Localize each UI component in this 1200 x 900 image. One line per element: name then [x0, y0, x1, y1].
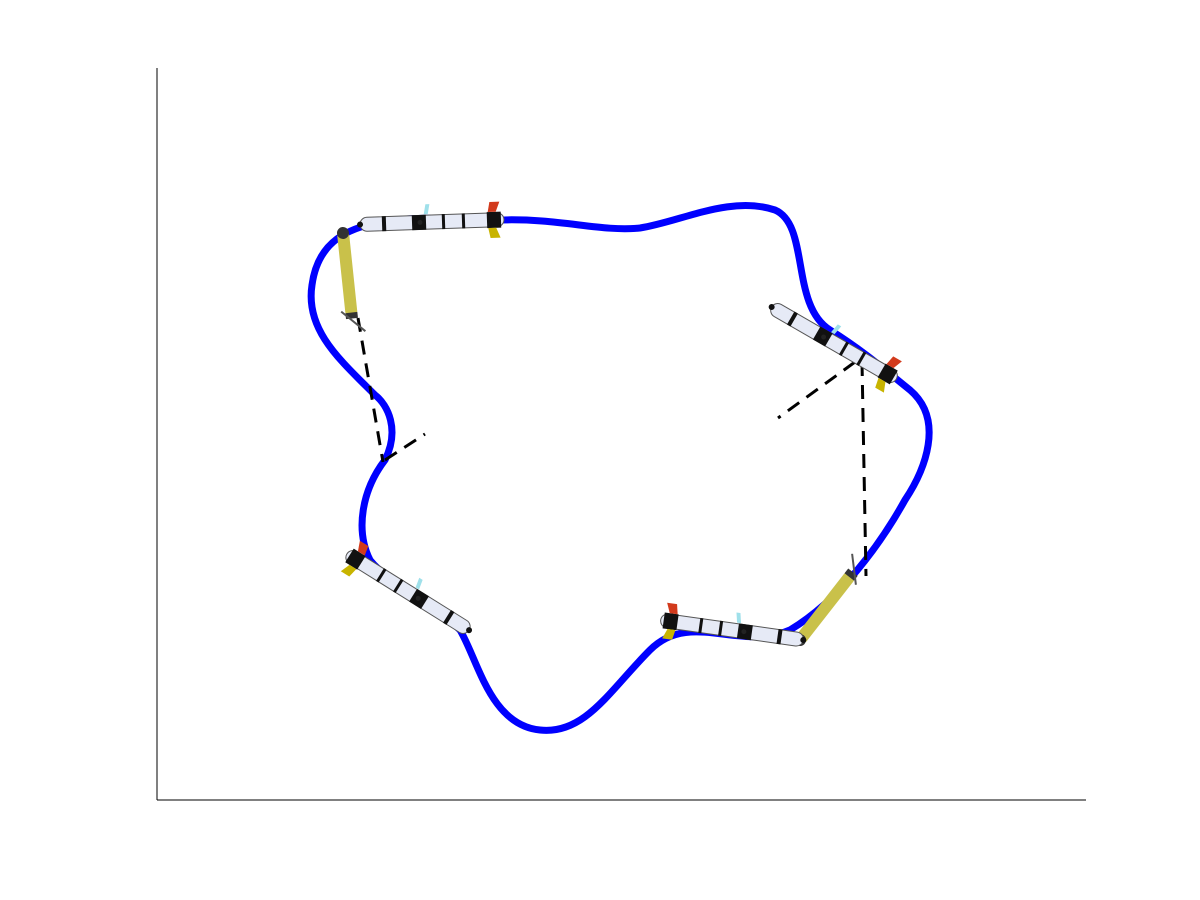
link-right-vehicle-stub: [777, 360, 856, 420]
rod-body: [796, 572, 855, 643]
link-right-vertical: [860, 361, 868, 577]
vehicles: [336, 200, 906, 659]
vehicle-bottom-center: [657, 601, 810, 659]
rod-left: [337, 227, 367, 332]
link-left-rod-to-cusp: [356, 317, 385, 463]
rod-propeller: [340, 310, 367, 332]
vehicle-top-left: [355, 200, 506, 244]
vehicle-bottom-left: [336, 538, 482, 648]
axes: [156, 68, 1086, 801]
link-cusp-stub: [384, 432, 426, 462]
rod-body: [337, 232, 358, 315]
rod-propeller: [851, 553, 857, 585]
trajectory-path: [307, 202, 933, 734]
dashed-links: [356, 317, 868, 577]
rod-cap: [337, 227, 349, 239]
